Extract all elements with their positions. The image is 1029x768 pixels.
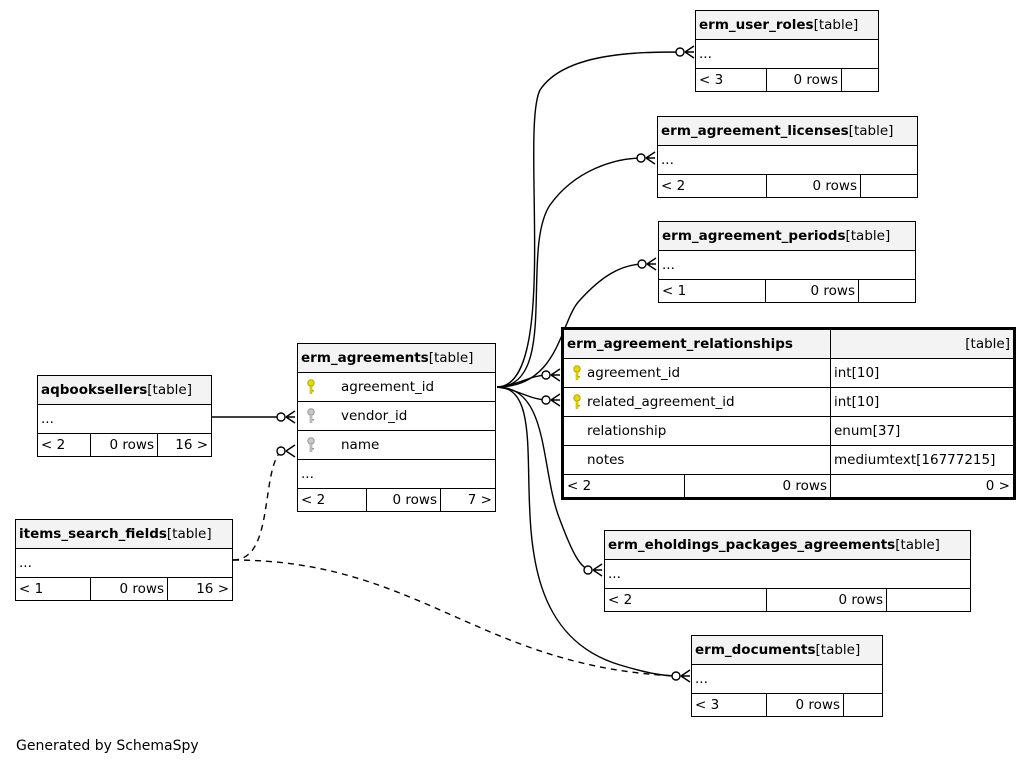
column-name: related_agreement_id — [587, 394, 735, 410]
column-name: relationship — [587, 423, 667, 439]
children-count — [857, 279, 917, 303]
table-row[interactable]: agreement_id int[10] — [562, 358, 1015, 388]
table-name: erm_eholdings_packages_agreements — [608, 537, 896, 553]
edge-agreements-documents — [496, 386, 679, 677]
row-count: 0 rows — [366, 488, 441, 512]
primary-key-icon — [301, 379, 321, 395]
elided-columns: ... — [690, 664, 884, 694]
table-erm-agreements[interactable]: erm_agreements[table] agreement_id vendo… — [297, 343, 496, 512]
column-name: name — [341, 437, 380, 453]
children-count — [859, 174, 919, 198]
table-name: erm_agreement_periods — [662, 228, 846, 244]
table-name: aqbooksellers — [41, 382, 148, 398]
table-name: erm_agreement_relationships — [567, 336, 793, 352]
children-count: 0 > — [830, 474, 1015, 499]
table-name: erm_agreement_licenses — [661, 123, 849, 139]
edge-agreements-user-roles — [496, 51, 683, 388]
key-icon — [567, 394, 587, 410]
parents-count: < 2 — [562, 474, 685, 499]
edge-agreements-licenses — [496, 157, 644, 388]
table-row[interactable]: name — [297, 430, 496, 460]
table-name: erm_user_roles — [699, 17, 814, 33]
edge-itemsearch-name — [232, 449, 283, 561]
elided-columns: ... — [656, 145, 919, 175]
edge-agreements-relationships-1 — [496, 374, 549, 388]
elided-columns: ... — [603, 559, 972, 589]
children-count: 16 > — [167, 577, 233, 601]
table-type: [table] — [848, 123, 894, 139]
parents-count: < 2 — [604, 588, 767, 612]
column-type: int[10] — [830, 387, 1015, 417]
parents-count: < 2 — [657, 174, 767, 198]
edge-itemsearch-documents — [232, 559, 679, 677]
table-type: [table] — [428, 350, 474, 366]
children-count: 16 > — [156, 433, 213, 457]
column-type: enum[37] — [830, 416, 1015, 446]
table-name: items_search_fields — [19, 526, 167, 542]
table-row[interactable]: relationship enum[37] — [562, 416, 1015, 446]
row-count: 0 rows — [90, 433, 158, 457]
table-row[interactable]: agreement_id — [297, 372, 496, 402]
parents-count: < 3 — [691, 693, 767, 717]
row-count: 0 rows — [90, 577, 168, 601]
table-erm-agreement-relationships[interactable]: erm_agreement_relationships [table] agre… — [561, 327, 1016, 500]
column-name: vendor_id — [341, 408, 408, 424]
column-type: mediumtext[16777215] — [830, 445, 1015, 475]
children-count — [885, 588, 972, 612]
table-type: [table] — [845, 228, 891, 244]
column-name: notes — [587, 452, 625, 468]
edge-agreements-eholdings — [496, 386, 591, 571]
row-count: 0 rows — [766, 588, 887, 612]
foreign-key-icon — [301, 408, 321, 424]
column-name: agreement_id — [587, 365, 681, 381]
key-icon — [567, 365, 587, 381]
table-row[interactable]: notes mediumtext[16777215] — [562, 445, 1015, 475]
elided-columns: ... — [297, 459, 496, 489]
children-count — [842, 693, 884, 717]
table-type: [table] — [895, 537, 940, 553]
elided-columns: ... — [657, 250, 917, 280]
parents-count: < 2 — [297, 488, 367, 512]
table-name: erm_documents — [695, 642, 816, 658]
children-count — [840, 68, 880, 92]
parents-count: < 1 — [658, 279, 766, 303]
elided-columns: ... — [15, 548, 233, 578]
table-type: [table] — [815, 642, 861, 658]
table-type: [table] — [830, 328, 1015, 359]
parents-count: < 2 — [37, 433, 91, 457]
row-count: 0 rows — [766, 68, 842, 92]
elided-columns: ... — [36, 404, 213, 434]
table-erm-eholdings-packages-agreements[interactable]: erm_eholdings_packages_agreements[table]… — [603, 530, 972, 612]
children-count: 7 > — [440, 488, 496, 512]
table-row[interactable]: related_agreement_id int[10] — [562, 387, 1015, 417]
row-count: 0 rows — [766, 174, 861, 198]
column-name: agreement_id — [341, 379, 435, 395]
parents-count: < 3 — [695, 68, 767, 92]
table-name: erm_agreements — [301, 350, 429, 366]
table-type: [table] — [166, 526, 212, 542]
row-count: 0 rows — [765, 279, 859, 303]
edge-agreements-relationships-2 — [496, 386, 549, 401]
edge-agreements-periods — [496, 263, 645, 388]
parents-count: < 1 — [15, 577, 91, 601]
elided-columns: ... — [694, 39, 880, 69]
foreign-key-icon — [301, 437, 321, 453]
row-count: 0 rows — [684, 474, 831, 499]
column-type: int[10] — [830, 358, 1015, 388]
generated-by-note: Generated by SchemaSpy — [16, 738, 199, 754]
row-count: 0 rows — [766, 693, 844, 717]
table-type: [table] — [147, 382, 192, 398]
table-row[interactable]: vendor_id — [297, 401, 496, 431]
table-type: [table] — [813, 17, 859, 33]
